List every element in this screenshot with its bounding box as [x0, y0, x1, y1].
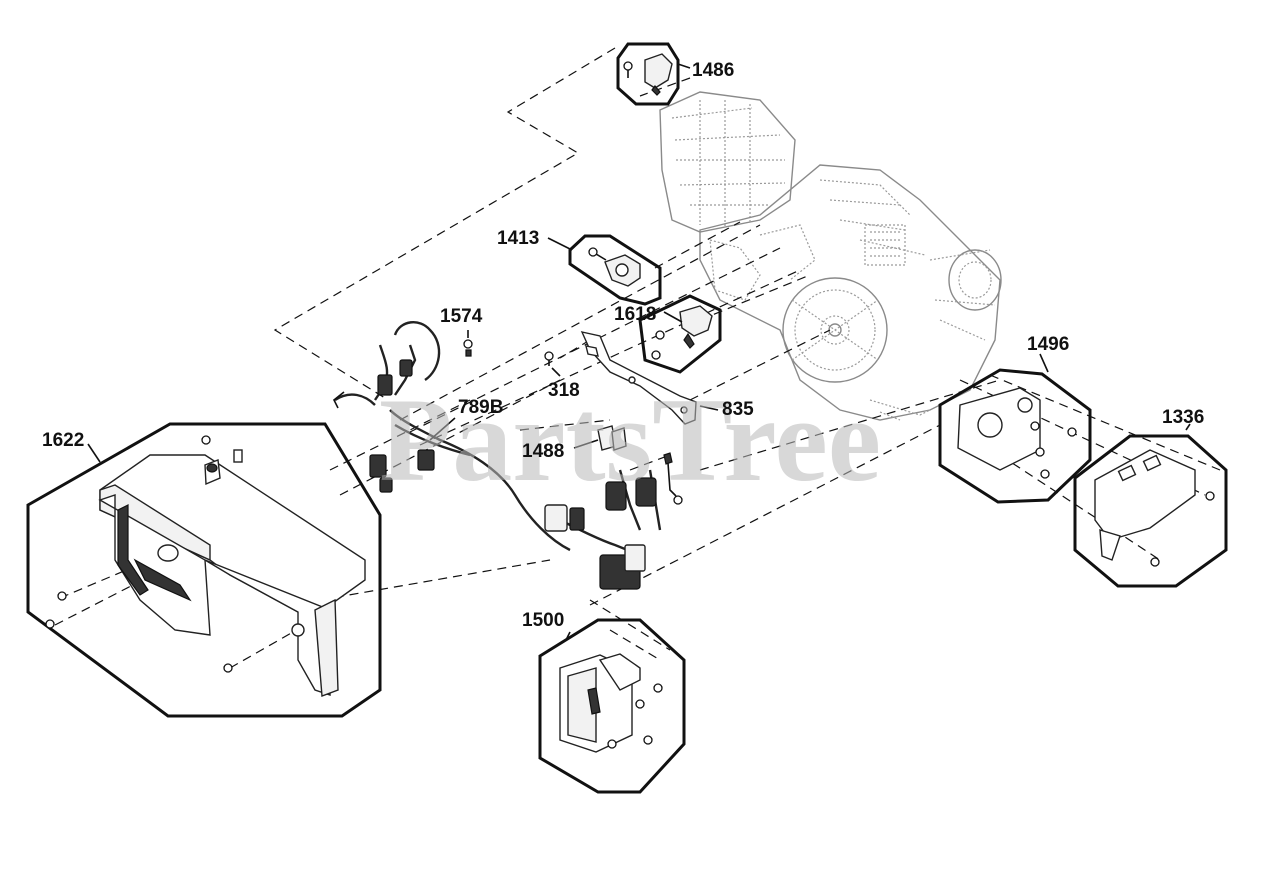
part-group-1413[interactable]	[547, 234, 662, 306]
part-group-1488[interactable]	[573, 425, 683, 505]
callout-1622: 1622	[42, 430, 84, 451]
callout-318: 318	[548, 380, 580, 401]
part-318[interactable]	[544, 351, 561, 377]
watermark: PartsTree	[379, 373, 881, 506]
part-group-1496[interactable]	[938, 353, 1092, 504]
part-789B-wiring-harness[interactable]	[332, 321, 662, 590]
part-835[interactable]	[580, 331, 719, 425]
callout-1574: 1574	[440, 306, 483, 327]
callout-1336: 1336	[1162, 407, 1204, 428]
part-group-1622[interactable]	[26, 422, 382, 718]
part-group-1486[interactable]	[616, 42, 691, 106]
part-group-1336[interactable]	[1073, 423, 1228, 588]
callout-1618: 1618	[614, 304, 656, 325]
callout-789B: 789B	[458, 397, 503, 418]
callout-1500: 1500	[522, 610, 564, 631]
engine-assembly	[659, 91, 1002, 421]
part-1574[interactable]	[463, 330, 473, 357]
callout-1496: 1496	[1027, 334, 1069, 355]
callout-1486: 1486	[692, 60, 734, 81]
callout-1488: 1488	[522, 441, 564, 462]
part-group-1618[interactable]	[638, 294, 722, 374]
part-group-1500[interactable]	[538, 618, 686, 794]
callout-835: 835	[722, 399, 754, 420]
callout-1413: 1413	[497, 228, 539, 249]
